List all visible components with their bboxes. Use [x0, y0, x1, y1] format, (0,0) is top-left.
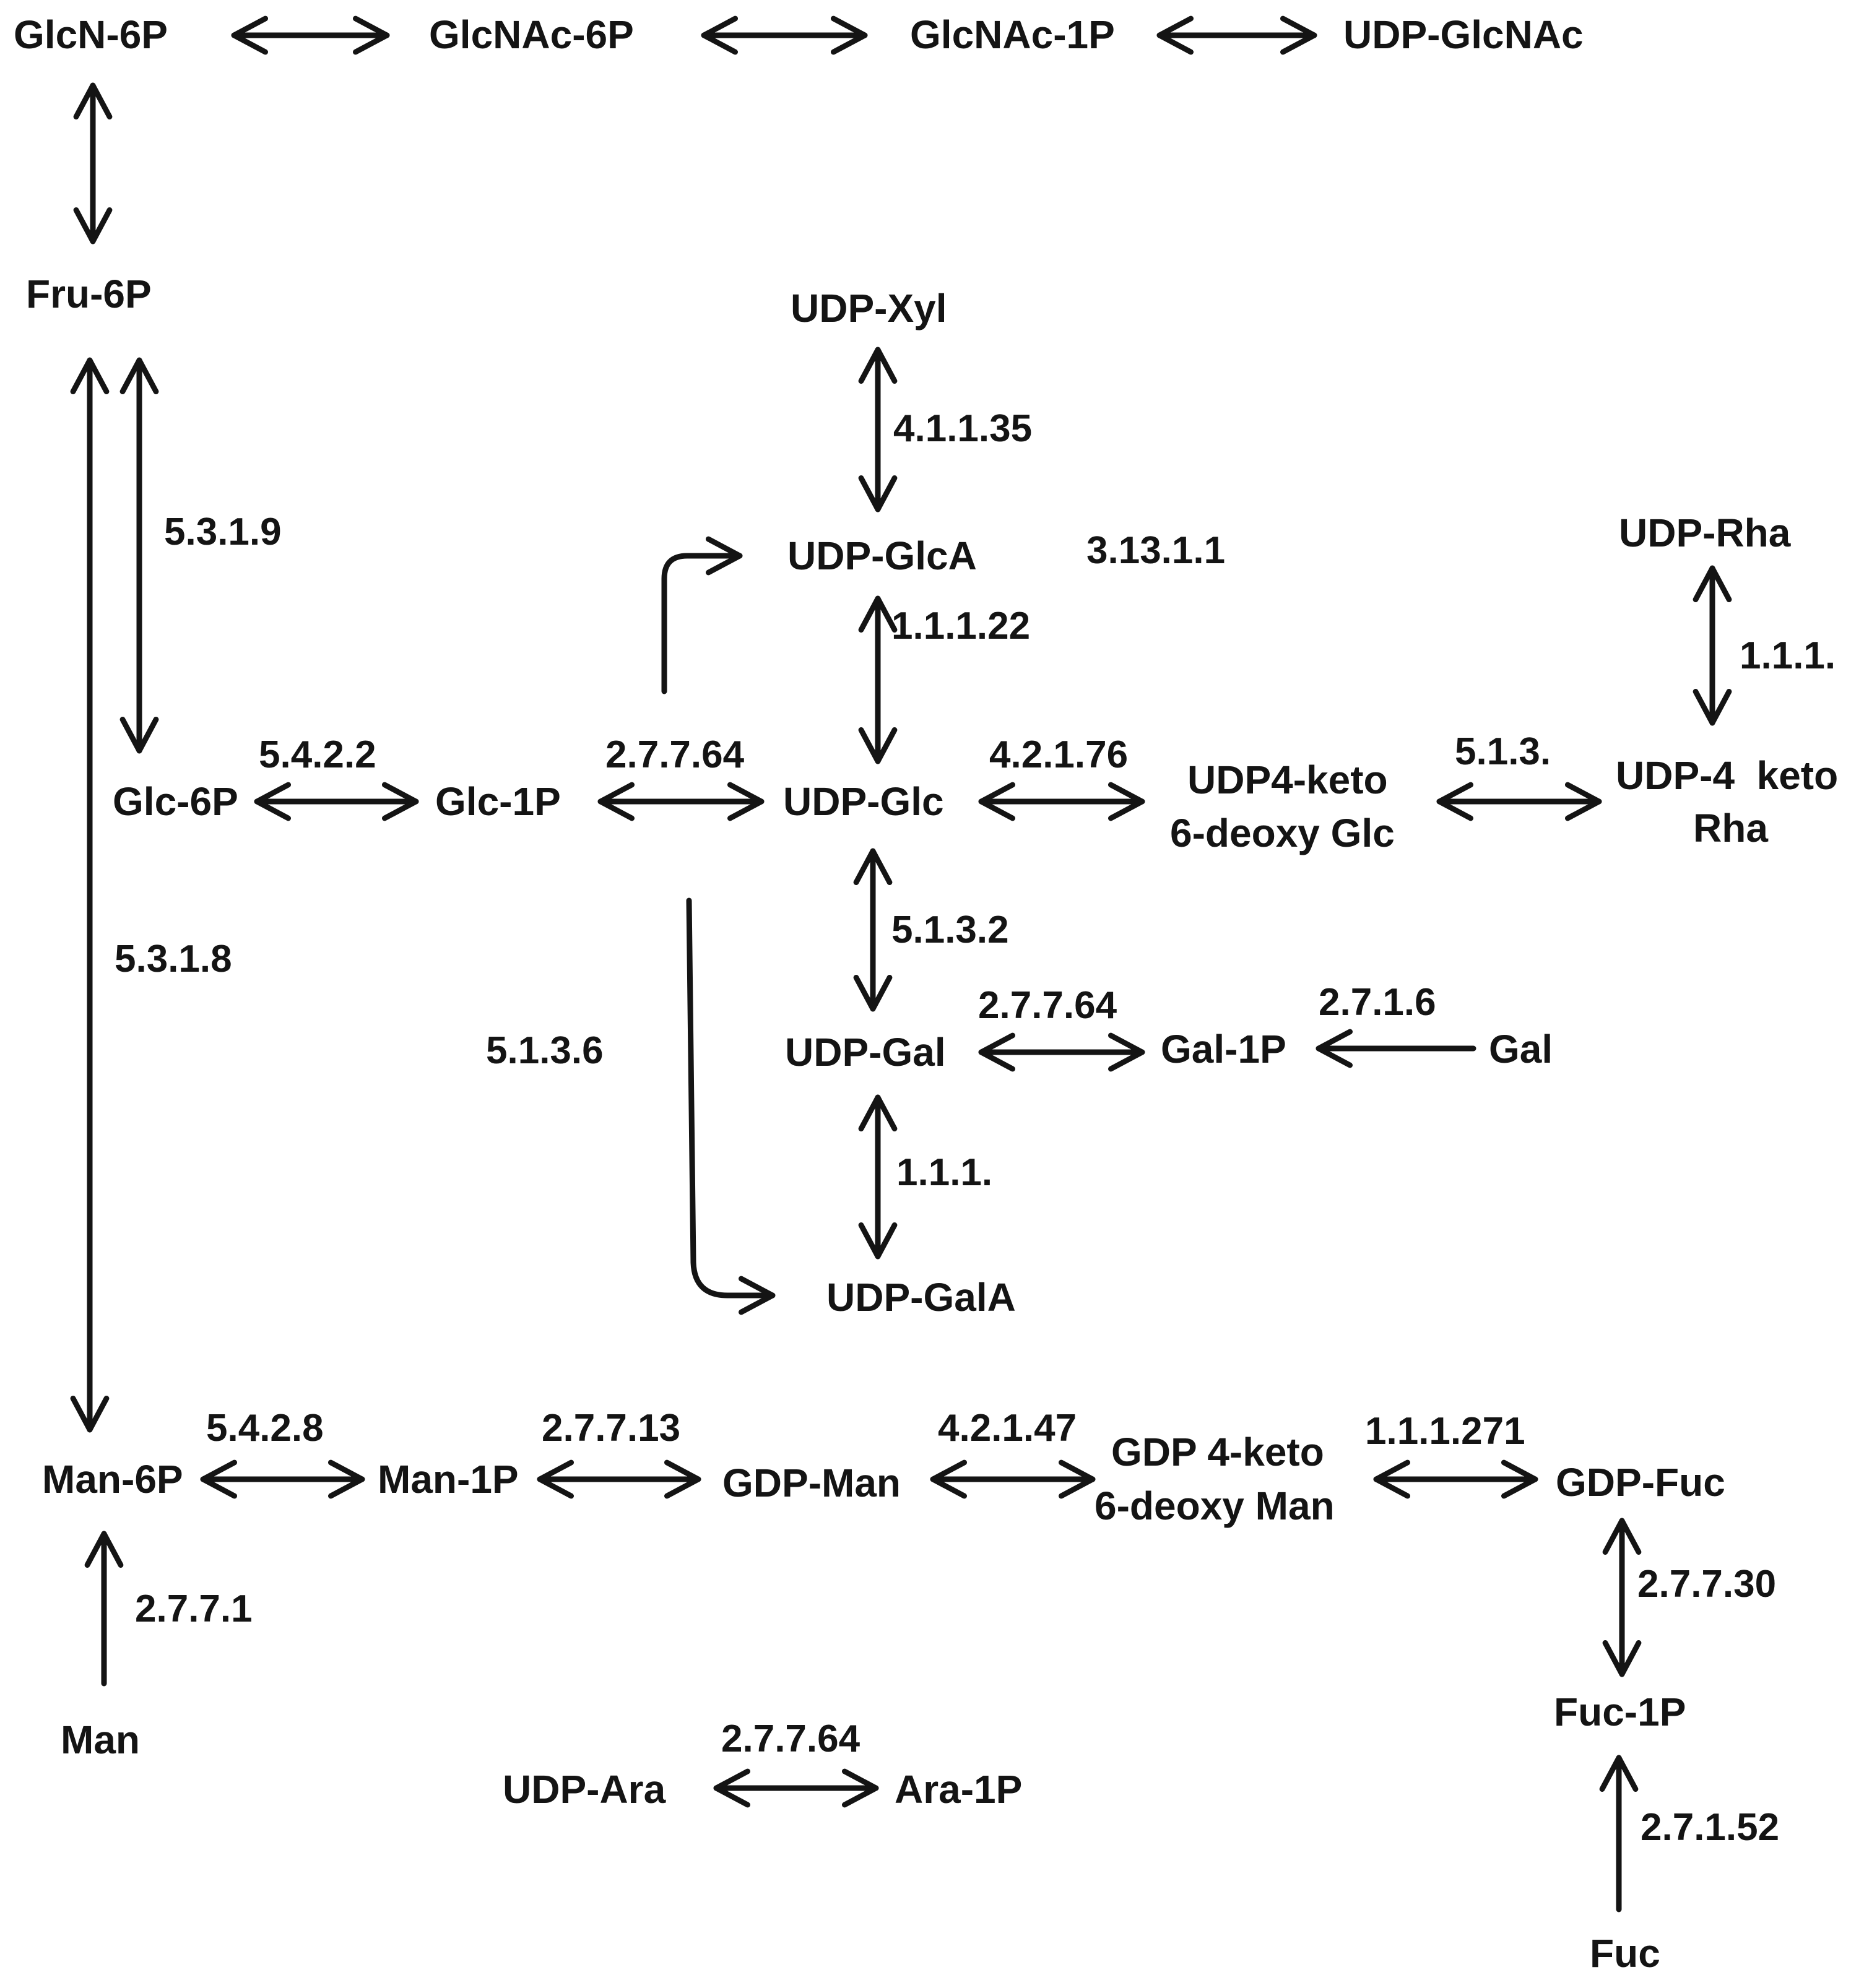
node-fuc1p: Fuc-1P [1554, 1690, 1686, 1734]
node-udp4keto-glc-line2: 6-deoxy Glc [1170, 811, 1395, 855]
node-udpxyl: UDP-Xyl [791, 286, 947, 331]
node-ara1p: Ara-1P [895, 1767, 1022, 1812]
node-glcnac6p: GlcNAc-6P [429, 12, 634, 57]
node-udpglc: UDP-Glc [783, 779, 944, 824]
ec-label-1-1-1-271: 1.1.1.271 [1365, 1410, 1525, 1453]
ec-label-2-7-1-52: 2.7.1.52 [1641, 1806, 1779, 1849]
ec-label-5-4-2-2: 5.4.2.2 [259, 733, 376, 776]
ec-label-5-4-2-8: 5.4.2.8 [206, 1407, 324, 1450]
arrow-glc1p-udpglca [661, 536, 743, 694]
node-gal1p: Gal-1P [1161, 1027, 1286, 1071]
node-gdpman: GDP-Man [722, 1461, 901, 1505]
node-man: Man [61, 1718, 140, 1762]
node-gdp4keto-line2: 6-deoxy Man [1095, 1484, 1335, 1528]
reaction-arrows [70, 15, 1732, 1912]
ec-label-1-1-1-gal: 1.1.1. [896, 1151, 992, 1194]
ec-label-3-13-1-1: 3.13.1.1 [1086, 529, 1225, 572]
ec-label-1-1-1-22: 1.1.1.22 [891, 605, 1030, 647]
node-udpgal: UDP-Gal [785, 1030, 946, 1074]
node-gdpfuc: GDP-Fuc [1556, 1460, 1725, 1505]
ec-label-2-7-7-64-ara: 2.7.7.64 [721, 1718, 860, 1760]
ec-label-4-1-1-35: 4.1.1.35 [893, 407, 1032, 450]
node-udp4keto-glc-line1: UDP4-keto [1187, 758, 1388, 802]
node-udprha: UDP-Rha [1619, 511, 1791, 555]
node-gdp4keto-line1: GDP 4-keto [1111, 1430, 1324, 1474]
ec-label-2-7-7-64-glc: 2.7.7.64 [605, 733, 745, 776]
node-glcnac1p: GlcNAc-1P [910, 12, 1115, 57]
ec-label-1-1-1-rha: 1.1.1. [1740, 634, 1836, 677]
node-fru6p: Fru-6P [26, 272, 152, 316]
node-udpgala: UDP-GalA [826, 1275, 1016, 1320]
node-udp4keto-rha-line2: Rha [1693, 806, 1768, 850]
ec-label-5-1-3-2: 5.1.3.2 [891, 909, 1009, 951]
ec-label-2-7-7-64-gal: 2.7.7.64 [978, 984, 1117, 1027]
ec-label-5-3-1-9: 5.3.1.9 [164, 511, 282, 553]
ec-label-5-1-3: 5.1.3. [1455, 730, 1551, 773]
ec-label-2-7-7-13: 2.7.7.13 [542, 1407, 680, 1450]
metabolite-nodes: GlcN-6P GlcNAc-6P GlcNAc-1P UDP-GlcNAc F… [14, 12, 1838, 1976]
arrow-glc1p-udpgala [686, 897, 776, 1315]
ec-label-5-3-1-8: 5.3.1.8 [115, 938, 232, 980]
node-glc1p: Glc-1P [435, 779, 561, 824]
node-glc6p: Glc-6P [113, 779, 238, 824]
node-udpara: UDP-Ara [503, 1767, 666, 1812]
ec-label-2-7-7-30: 2.7.7.30 [1637, 1563, 1776, 1606]
ec-label-2-7-7-1: 2.7.7.1 [135, 1588, 253, 1630]
ec-label-4-2-1-47: 4.2.1.47 [938, 1407, 1077, 1450]
node-fuc: Fuc [1590, 1931, 1660, 1976]
node-udp4keto-rha-line1: UDP-4 keto [1616, 753, 1838, 798]
node-man1p: Man-1P [378, 1457, 519, 1502]
node-udpglca: UDP-GlcA [787, 534, 977, 578]
ec-label-5-1-3-6: 5.1.3.6 [486, 1029, 604, 1072]
node-udpglcnac: UDP-GlcNAc [1343, 12, 1584, 57]
ec-label-2-7-1-6: 2.7.1.6 [1319, 981, 1436, 1024]
node-glcn6p: GlcN-6P [14, 12, 168, 57]
enzyme-labels: 4.1.1.35 5.3.1.9 3.13.1.1 1.1.1.22 1.1.1… [115, 407, 1836, 1849]
ec-label-4-2-1-76: 4.2.1.76 [989, 733, 1128, 776]
node-man6p: Man-6P [42, 1457, 183, 1502]
node-gal: Gal [1489, 1027, 1553, 1071]
